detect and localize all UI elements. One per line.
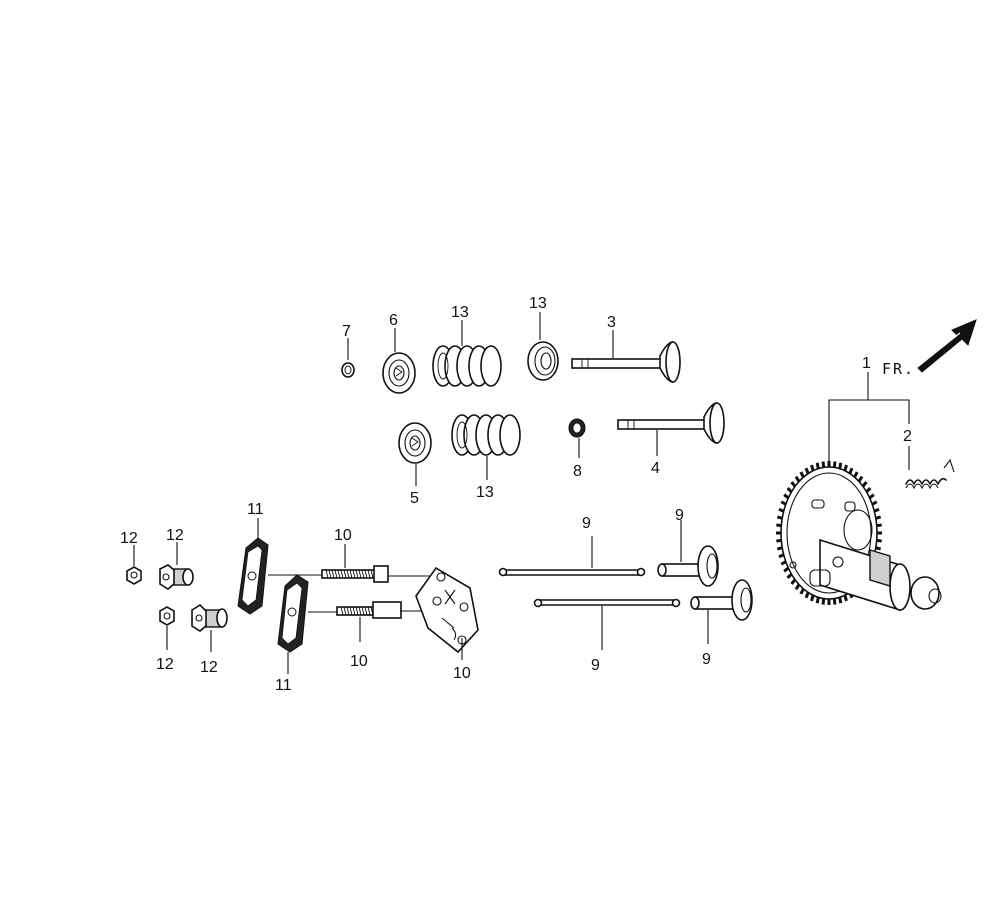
label-13a: 11 bbox=[247, 501, 264, 518]
valve-retainer-5 bbox=[398, 422, 432, 464]
label-12a: 10 bbox=[334, 527, 352, 544]
valve-retainer-6 bbox=[382, 352, 416, 394]
exhaust-valve-4 bbox=[617, 401, 725, 445]
label-14b: 12 bbox=[200, 659, 218, 676]
valve-cotter-7 bbox=[341, 362, 355, 378]
label-2: 2 bbox=[903, 428, 912, 445]
pivot-adjuster-14-top bbox=[159, 564, 194, 590]
label-13b: 11 bbox=[275, 677, 292, 694]
label-4: 4 bbox=[651, 460, 660, 477]
front-direction-arrow-icon bbox=[917, 319, 977, 373]
label-15a: 12 bbox=[120, 530, 138, 547]
label-16b: 13 bbox=[476, 484, 494, 501]
decompressor-spring-2 bbox=[905, 458, 955, 490]
valve-lifter-9-bottom bbox=[690, 579, 753, 621]
label-14a: 12 bbox=[166, 527, 184, 544]
label-15b: 12 bbox=[156, 656, 174, 673]
label-12b: 10 bbox=[350, 653, 368, 670]
lock-nut-15-bottom bbox=[159, 606, 175, 626]
label-11: 10 bbox=[453, 665, 471, 682]
label-1: 1 bbox=[862, 355, 871, 372]
label-5: 5 bbox=[410, 490, 419, 507]
label-10a: 9 bbox=[582, 515, 591, 532]
rocker-arm-13-top bbox=[237, 537, 269, 615]
label-7: 7 bbox=[342, 323, 351, 340]
label-9a: 9 bbox=[675, 507, 684, 524]
label-3: 3 bbox=[607, 314, 616, 331]
label-6: 6 bbox=[389, 312, 398, 329]
valve-stem-seal-17 bbox=[527, 341, 559, 381]
pivot-adjuster-14-bottom bbox=[191, 603, 228, 632]
rocker-stud-12-bottom bbox=[336, 601, 402, 619]
label-10b: 9 bbox=[591, 657, 600, 674]
valve-stem-seal-8 bbox=[568, 418, 586, 438]
label-16a: 13 bbox=[451, 304, 469, 321]
label-9b: 9 bbox=[702, 651, 711, 668]
camshaft-assembly-1 bbox=[776, 461, 942, 612]
label-8: 8 bbox=[573, 463, 582, 480]
intake-valve-3 bbox=[571, 340, 681, 384]
pushrod-guide-plate-11 bbox=[415, 566, 479, 654]
front-direction-label: FR. bbox=[882, 360, 915, 378]
rocker-stud-12-top bbox=[321, 565, 389, 583]
valve-lifter-9-top bbox=[657, 545, 719, 587]
valve-spring-16-bottom bbox=[451, 414, 521, 456]
label-17: 13 bbox=[529, 295, 547, 312]
rocker-arm-13-bottom bbox=[277, 574, 309, 653]
lock-nut-15-top bbox=[126, 566, 142, 585]
push-rod-10-top bbox=[498, 567, 646, 577]
push-rod-10-bottom bbox=[533, 598, 681, 608]
valve-spring-16-top bbox=[432, 345, 502, 387]
